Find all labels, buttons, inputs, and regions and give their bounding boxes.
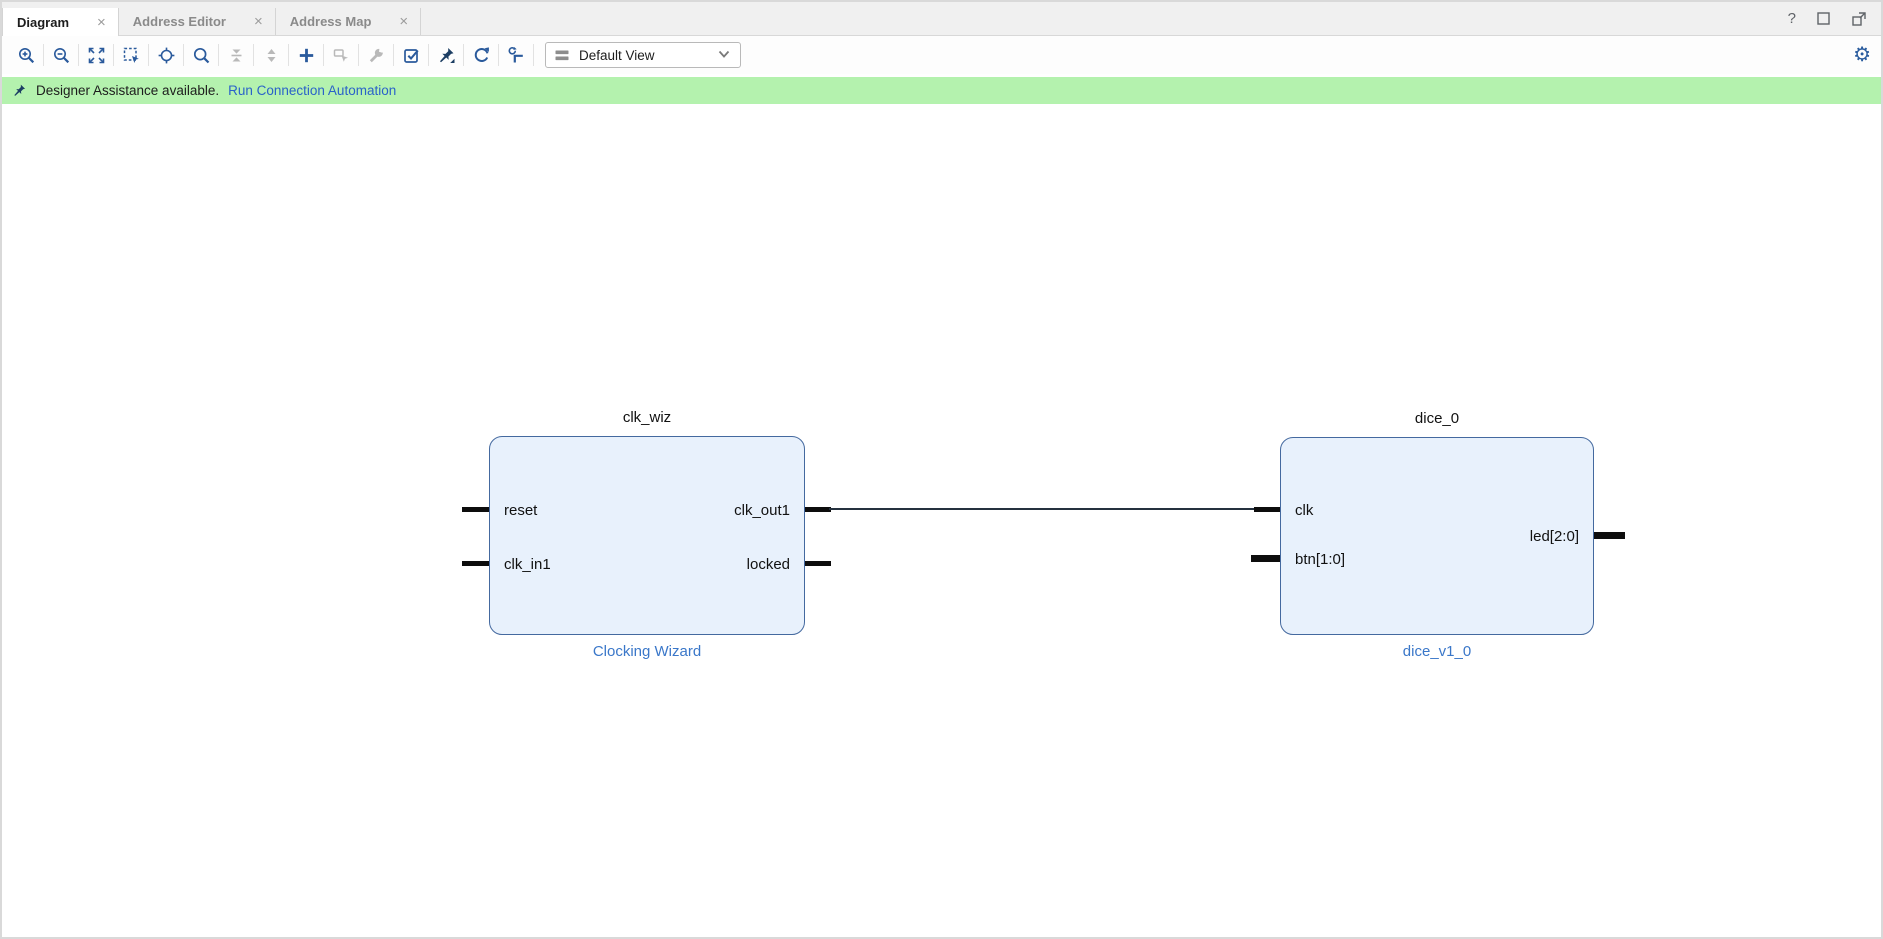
add-ip-button[interactable]: [292, 41, 320, 69]
diagram-canvas[interactable]: clk_wiz reset clk_in1 clk_out1 locked Cl…: [2, 104, 1881, 935]
zoom-to-selection-button[interactable]: [117, 41, 145, 69]
expand-hierarchy-icon: [267, 48, 275, 62]
stub-btn[interactable]: [1251, 555, 1280, 562]
search-button[interactable]: [187, 41, 215, 69]
toolbar-separator: [393, 44, 394, 66]
diagram-toolbar: Default View ⚙: [2, 36, 1881, 74]
regenerate-layout-button[interactable]: [467, 41, 495, 69]
settings-gear-icon[interactable]: ⚙: [1853, 44, 1871, 66]
toolbar-separator: [183, 44, 184, 66]
tab-address-map[interactable]: Address Map ×: [276, 8, 422, 35]
stub-clk[interactable]: [1254, 507, 1280, 512]
port-reset[interactable]: reset: [504, 502, 538, 519]
zoom-out-button[interactable]: [47, 41, 75, 69]
toolbar-separator: [113, 44, 114, 66]
stub-clk-out1[interactable]: [805, 507, 831, 512]
banner-wrap: Designer Assistance available. Run Conne…: [2, 74, 1881, 104]
close-icon[interactable]: ×: [253, 13, 263, 30]
make-external-icon: [333, 48, 348, 62]
fit-selection-icon: [158, 47, 174, 63]
zoom-to-selection-icon: [123, 47, 139, 63]
wire-clk-out1-to-clk[interactable]: [829, 508, 1255, 510]
zoom-fit-button[interactable]: [82, 41, 110, 69]
pin-button[interactable]: [432, 41, 460, 69]
tab-bar: Diagram × Address Editor × Address Map ×…: [2, 2, 1881, 36]
toolbar-separator: [498, 44, 499, 66]
fit-selection-button[interactable]: [152, 41, 180, 69]
tab-diagram-label: Diagram: [17, 14, 70, 30]
ip-block-clk-wiz[interactable]: reset clk_in1 clk_out1 locked: [489, 436, 805, 635]
port-btn[interactable]: btn[1:0]: [1295, 551, 1346, 568]
toolbar-separator: [428, 44, 429, 66]
stub-locked[interactable]: [805, 561, 831, 566]
block-subtitle-dice-v1-0[interactable]: dice_v1_0: [1402, 643, 1472, 660]
ip-block-dice-0[interactable]: clk btn[1:0] led[2:0]: [1280, 437, 1594, 635]
toolbar-separator: [533, 44, 534, 66]
block-title-clk-wiz: clk_wiz: [622, 409, 672, 426]
port-led[interactable]: led[2:0]: [1529, 528, 1579, 545]
toolbar-separator: [358, 44, 359, 66]
search-icon: [193, 47, 209, 63]
zoom-in-button[interactable]: [12, 41, 40, 69]
chevron-down-icon: [716, 46, 732, 65]
block-subtitle-clocking-wizard[interactable]: Clocking Wizard: [592, 643, 702, 660]
maximize-icon[interactable]: [1816, 11, 1831, 26]
validate-design-icon: [403, 48, 419, 63]
toolbar-separator: [43, 44, 44, 66]
tab-address-map-label: Address Map: [289, 14, 372, 29]
pin-icon: [439, 47, 454, 63]
make-external-connection-button[interactable]: [327, 41, 355, 69]
expand-hierarchy-button[interactable]: [257, 41, 285, 69]
help-icon[interactable]: ?: [1787, 10, 1796, 27]
wrench-icon: [369, 48, 383, 62]
tab-address-editor[interactable]: Address Editor ×: [119, 8, 276, 35]
toolbar-separator: [78, 44, 79, 66]
toolbar-separator: [463, 44, 464, 66]
close-icon[interactable]: ×: [399, 13, 409, 30]
collapse-hierarchy-button[interactable]: [222, 41, 250, 69]
port-locked[interactable]: locked: [746, 556, 790, 573]
zoom-in-icon: [18, 47, 34, 63]
toolbar-separator: [218, 44, 219, 66]
toolbar-separator: [148, 44, 149, 66]
regenerate-layout-icon: [474, 46, 489, 62]
block-title-dice-0: dice_0: [1414, 410, 1460, 427]
optimize-routing-icon: [508, 46, 523, 62]
port-clk-in1[interactable]: clk_in1: [504, 556, 551, 573]
tab-diagram[interactable]: Diagram ×: [2, 8, 119, 36]
collapse-hierarchy-icon: [231, 49, 241, 61]
view-layers-icon: [555, 50, 569, 60]
stub-led[interactable]: [1594, 532, 1625, 539]
port-clk-out1[interactable]: clk_out1: [734, 502, 790, 519]
add-icon: [299, 48, 313, 62]
run-connection-automation-link[interactable]: Run Connection Automation: [228, 83, 397, 98]
window-controls: ?: [1788, 2, 1881, 35]
float-window-icon[interactable]: [1851, 11, 1867, 27]
stub-clk-in1[interactable]: [462, 561, 489, 566]
zoom-out-icon: [53, 47, 69, 63]
view-selector[interactable]: Default View: [545, 42, 741, 68]
customize-block-button[interactable]: [362, 41, 390, 69]
toolbar-separator: [323, 44, 324, 66]
close-icon[interactable]: ×: [97, 13, 106, 31]
designer-assistance-banner: Designer Assistance available. Run Conne…: [2, 77, 1881, 104]
stub-reset[interactable]: [462, 507, 489, 512]
zoom-fit-icon: [88, 47, 104, 63]
validate-design-button[interactable]: [397, 41, 425, 69]
toolbar-separator: [253, 44, 254, 66]
view-selector-value: Default View: [579, 47, 655, 63]
toolbar-separator: [288, 44, 289, 66]
designer-assistance-pin-icon: [14, 84, 26, 96]
optimize-routing-button[interactable]: [502, 41, 530, 69]
tab-address-editor-label: Address Editor: [132, 14, 226, 29]
banner-text: Designer Assistance available.: [36, 83, 220, 98]
port-clk[interactable]: clk: [1295, 502, 1314, 519]
